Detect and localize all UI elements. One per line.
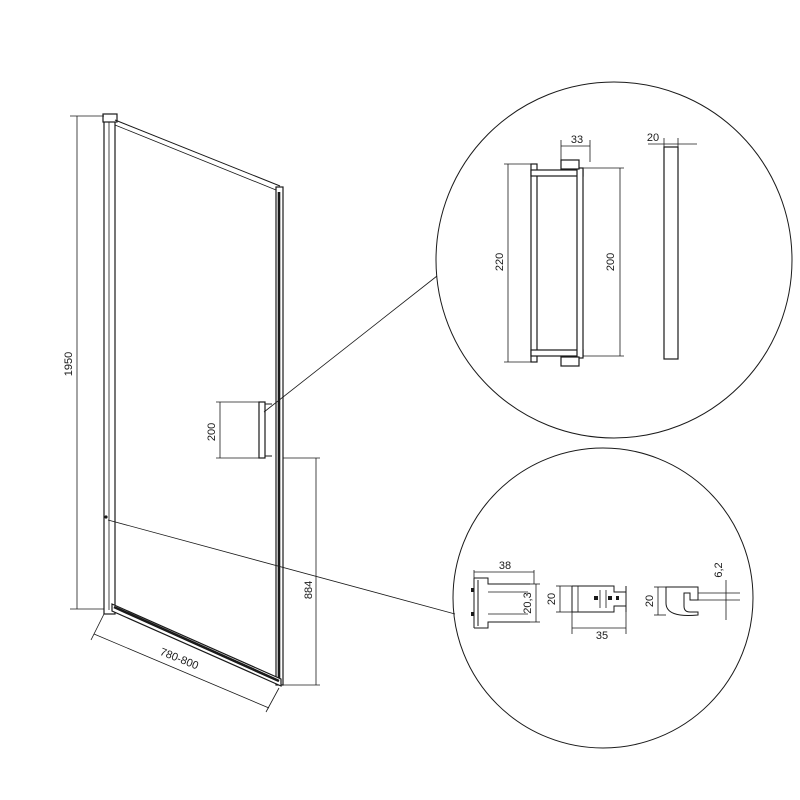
height-dimension: 1950 <box>63 115 104 610</box>
handle-detail: 33 220 200 20 <box>435 81 793 439</box>
handle-detail-circle <box>435 81 793 439</box>
glass-top-edge <box>114 119 281 187</box>
seal-profile <box>665 586 699 616</box>
wall-profile <box>103 115 116 615</box>
seal-height-label: 20 <box>644 595 656 607</box>
profile-detail-leader <box>107 519 456 615</box>
handle-grip-length-label: 200 <box>605 253 617 271</box>
handle-position-dimension: 884 <box>283 457 320 686</box>
handle-position-label: 884 <box>303 581 315 599</box>
door-handle <box>258 401 266 459</box>
seal-gap-label: 6,2 <box>713 562 725 577</box>
handle-detail-leader <box>263 275 438 413</box>
wall-profile-depth-label: 20,3 <box>522 592 534 613</box>
profile-detail-circle <box>452 447 754 749</box>
width-label: 780-800 <box>158 646 200 672</box>
hinge-profile-width-label: 35 <box>596 630 608 642</box>
profile-detail: 38 20,3 20 35 20 <box>452 447 754 749</box>
door-panel <box>102 113 284 687</box>
handle-depth-label: 33 <box>571 134 583 146</box>
height-label: 1950 <box>63 352 75 376</box>
wall-profile-top-cap <box>102 113 118 123</box>
width-dimension: 780-800 <box>90 613 280 713</box>
handle-height-dimension: 200 <box>206 401 259 459</box>
handle-thickness-label: 20 <box>647 132 659 144</box>
wall-profile-width-label: 38 <box>499 560 511 572</box>
handle-overall-length-label: 220 <box>494 253 506 271</box>
handle-height-label: 200 <box>206 423 218 441</box>
hinge-profile-height-label: 20 <box>546 593 558 605</box>
